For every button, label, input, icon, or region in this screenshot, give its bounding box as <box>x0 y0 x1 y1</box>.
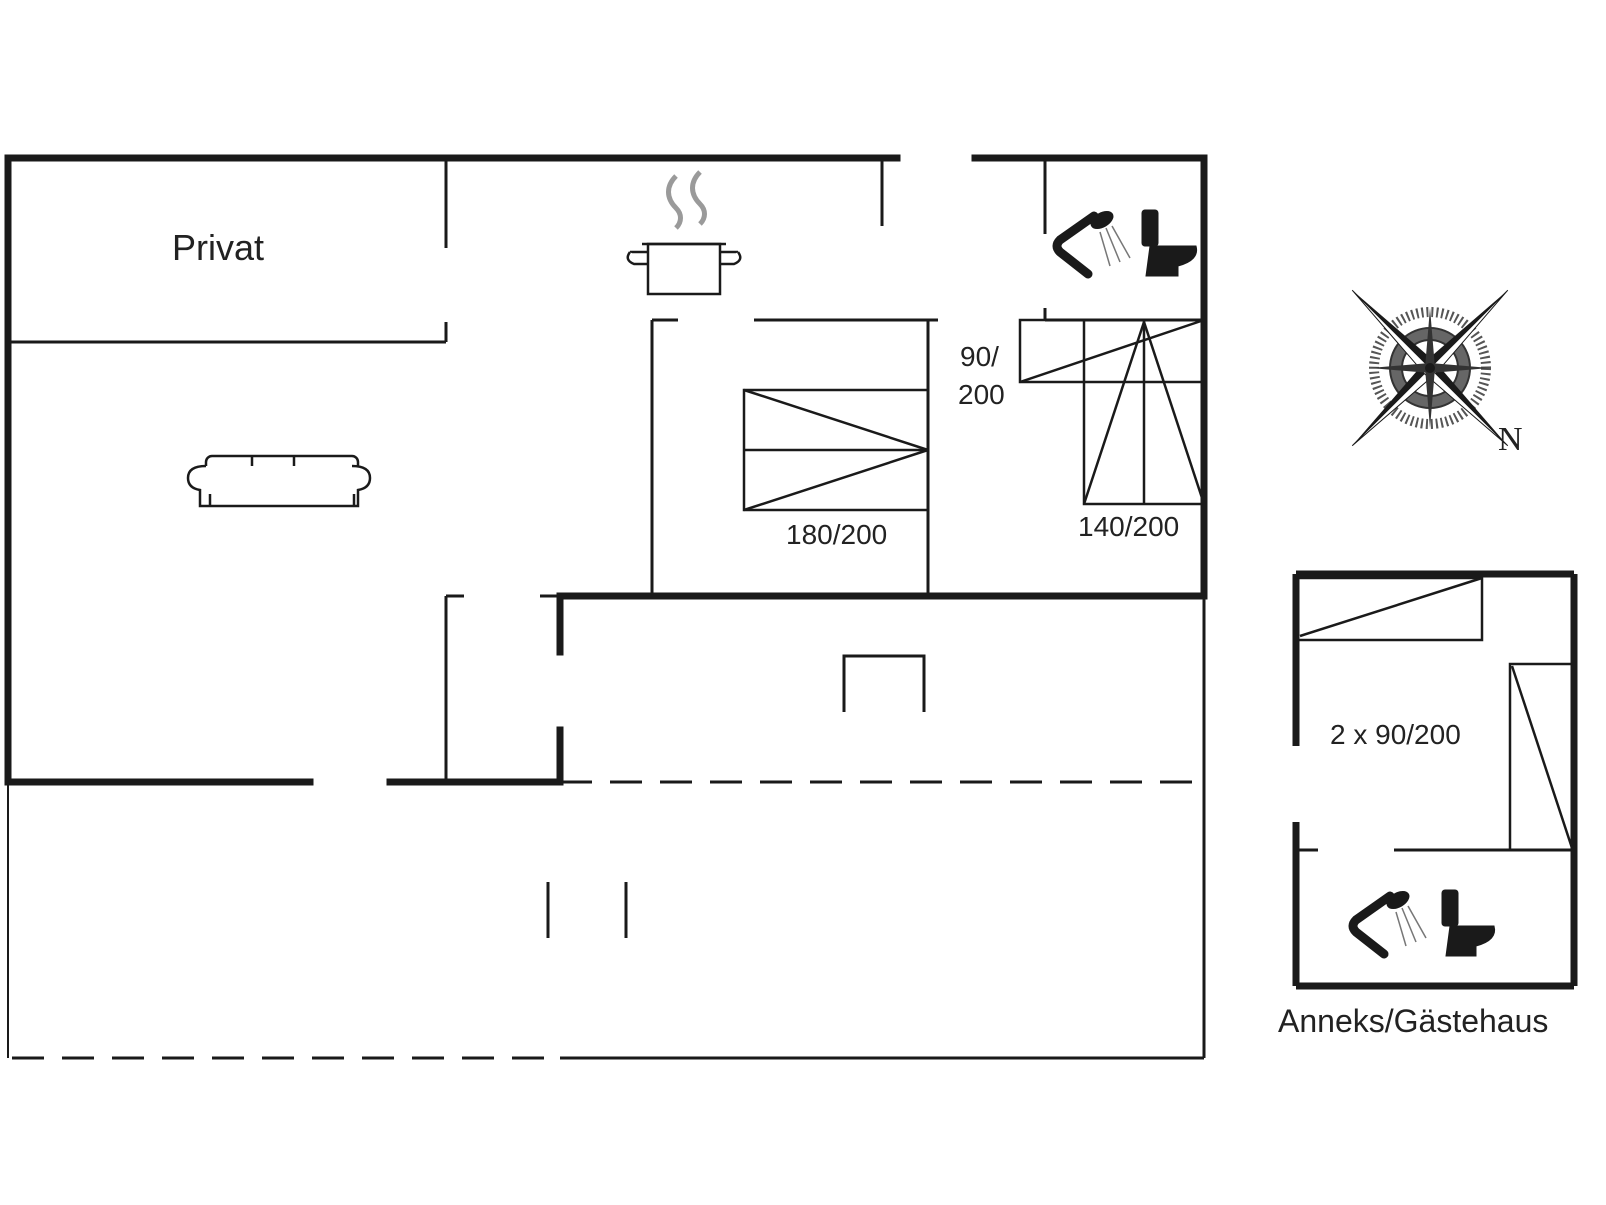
interior-walls <box>8 158 1204 782</box>
annex-building <box>1292 570 1578 990</box>
compass-north-label: N <box>1498 421 1523 458</box>
bed-label-single-line1: 90/ <box>960 341 999 372</box>
toilet-icon <box>1441 889 1496 957</box>
compass-rose-icon <box>1351 289 1509 447</box>
toilet-icon <box>1141 209 1198 277</box>
annex-label: Anneks/Gästehaus <box>1278 1003 1548 1039</box>
bed-label-annex: 2 x 90/200 <box>1330 719 1461 750</box>
room-label-private: Privat <box>172 227 264 268</box>
main-house-walls <box>4 154 1208 786</box>
shower-icon <box>1348 890 1427 959</box>
bed-label-double: 180/200 <box>786 519 887 550</box>
cooking-pot-icon <box>626 170 742 296</box>
sofa-icon <box>186 454 372 508</box>
bed-single-and-double-small <box>1018 318 1206 506</box>
bed-double <box>742 388 930 512</box>
terrace-outline <box>7 596 1206 1060</box>
bed-label-double-small: 140/200 <box>1078 511 1179 542</box>
bed-label-single-line2: 200 <box>958 379 1005 410</box>
shower-icon <box>1052 210 1131 279</box>
